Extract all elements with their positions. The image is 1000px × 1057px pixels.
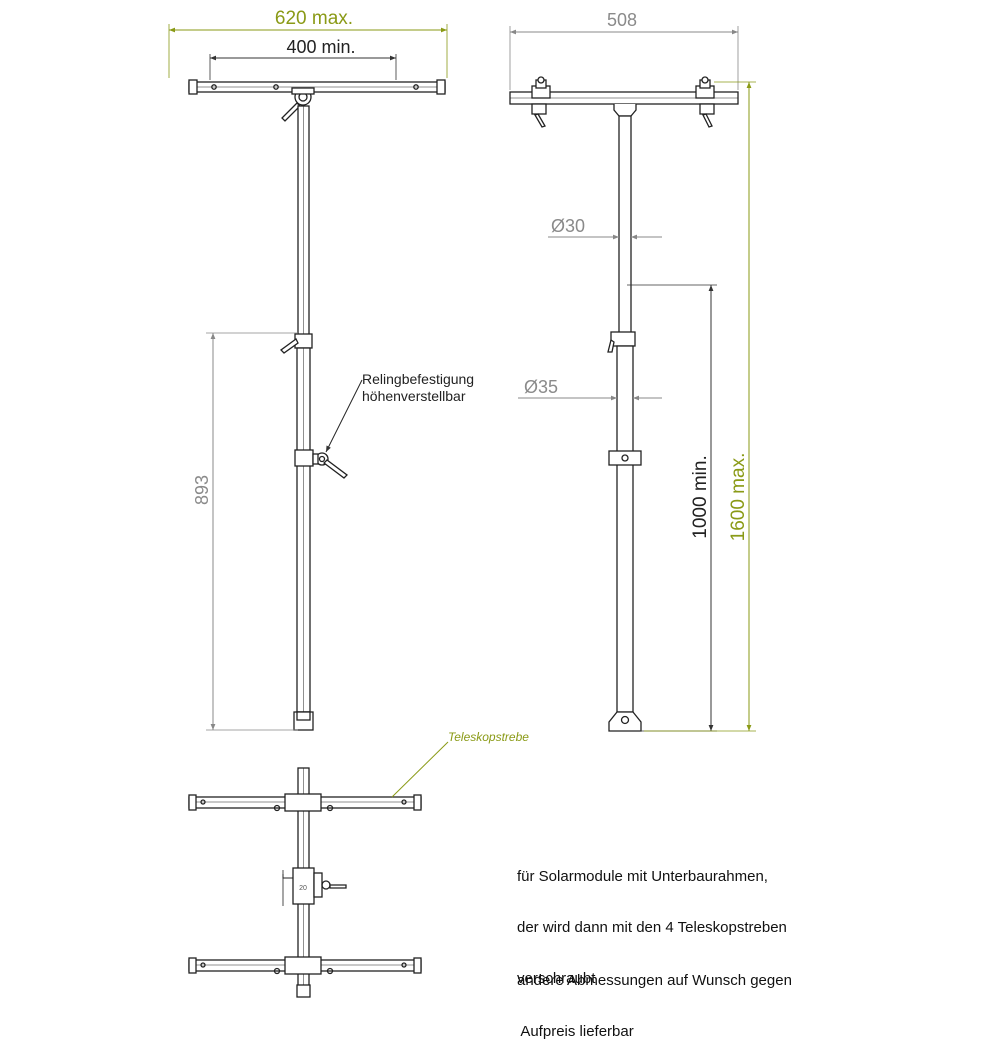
front-left-clamp	[531, 76, 551, 128]
railing-mount-label-line2: höhenverstellbar	[362, 388, 466, 404]
top-view: 20	[188, 767, 422, 998]
side-railing-clamp	[294, 449, 314, 467]
note-custom-dimensions: andere Abmessungen auf Wunsch gegen Aufp…	[517, 938, 792, 1057]
dim-railing-height: 893	[192, 475, 212, 505]
top-view-clamp-mark: 20	[299, 885, 307, 892]
telescopic-strut-callout: Teleskopstrebe	[391, 730, 529, 798]
railing-mount-label-line1: Relingbefestigung	[362, 371, 474, 387]
top-view-lower-clamp	[284, 956, 322, 975]
dim-width-min: 400 min.	[286, 37, 355, 57]
telescopic-strut-label: Teleskopstrebe	[448, 730, 529, 744]
dim-height-min: 1000 min.	[690, 455, 711, 538]
top-view-upper-clamp	[284, 793, 322, 812]
side-top-clamp-lever	[281, 102, 301, 122]
side-crossbar-endcap-right	[436, 79, 446, 95]
side-crossbar-endcap-left	[188, 79, 198, 95]
dim-upper-diameter: Ø30	[551, 216, 585, 236]
note-solar-modules-line-1: für Solarmodule mit Unterbaurahmen,	[517, 868, 768, 885]
note-custom-dimensions-line-2: Aufpreis lieferbar	[517, 1023, 634, 1040]
front-lower-tube	[616, 345, 634, 713]
note-solar-modules-line-3: verschraubt	[517, 970, 596, 987]
telescopic-strut-leader	[391, 741, 449, 798]
front-upper-tube	[618, 115, 632, 337]
technical-drawing: 620 max. 400 min. 893 Relingbefestigung …	[168, 8, 756, 998]
side-view-dimensions: 620 max. 400 min. 893 Relingbefestigung …	[168, 8, 474, 731]
front-view-dimensions: 508 Ø30 Ø35 1000 min. 1600 max.	[509, 10, 756, 732]
dim-width-max: 620 max.	[275, 8, 353, 29]
note-custom-dimensions-line-1: andere Abmessungen auf Wunsch gegen	[517, 972, 792, 989]
railing-mount-leader	[325, 379, 363, 453]
dim-crossbar-width: 508	[607, 10, 637, 30]
dim-lower-diameter: Ø35	[524, 377, 558, 397]
front-right-clamp	[695, 76, 715, 128]
front-t-joint	[613, 104, 637, 117]
side-collar-lever	[280, 338, 299, 354]
front-telescope-collar	[610, 331, 636, 347]
side-view	[188, 79, 446, 731]
note-solar-modules: für Solarmodule mit Unterbaurahmen, der …	[517, 834, 787, 1004]
side-railing-clamp-lever	[323, 459, 348, 479]
front-view	[509, 76, 739, 732]
dim-height-max: 1600 max.	[728, 453, 749, 542]
note-solar-modules-line-2: der wird dann mit den 4 Teleskopstreben	[517, 919, 787, 936]
